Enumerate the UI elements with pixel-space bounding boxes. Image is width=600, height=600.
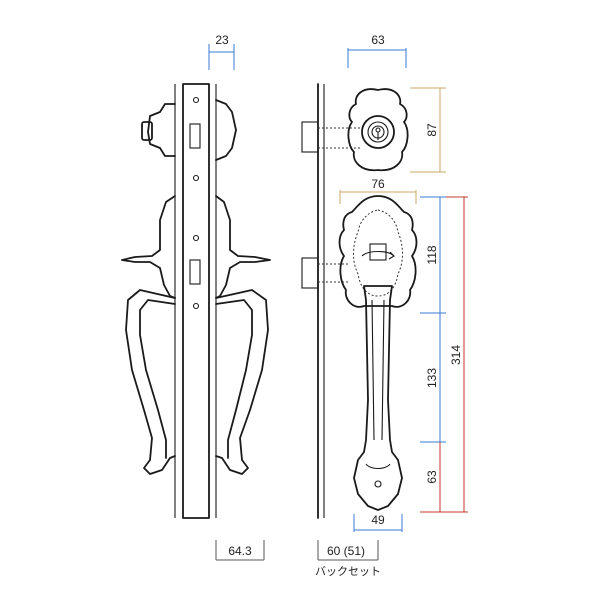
dim-76-label: 76 (371, 177, 385, 191)
dim-middle-height: 133 (420, 313, 446, 443)
dim-118-label: 118 (425, 245, 439, 264)
dim-87-label: 87 (425, 123, 439, 137)
screw-icon (192, 234, 200, 242)
grip-handle (353, 285, 403, 511)
backset-caption: バックセット (315, 565, 381, 578)
dim-cylinder-width: 63 (347, 33, 407, 68)
cylinder-escutcheon (347, 88, 409, 172)
deadbolt-slot (189, 123, 201, 149)
dim-bottom-width: 49 (353, 513, 403, 532)
dim-23-label: 23 (215, 33, 229, 47)
dim-depth: 64.3 (215, 540, 265, 561)
side-thumbturn (147, 103, 176, 157)
side-escutcheon (121, 195, 176, 299)
side-face-plate (182, 83, 210, 519)
side-grip-right (215, 289, 269, 475)
dim-133-label: 133 (425, 368, 439, 388)
screw-icon (192, 174, 200, 182)
dim-backset-label: 60 (51) (327, 544, 365, 558)
side-view (121, 83, 271, 519)
dim-63-top-label: 63 (371, 33, 385, 47)
dim-314-label: 314 (449, 345, 463, 365)
dim-front-width: 23 (208, 33, 235, 70)
rotate-arrow-icon (361, 250, 395, 257)
side-grip-left (125, 289, 176, 475)
side-cylinder-rose (215, 99, 237, 161)
keyhole-icon (367, 121, 389, 143)
screw-icon (192, 96, 200, 104)
front-latch-box (301, 257, 319, 289)
dim-upper-height: 118 (420, 196, 446, 314)
finial-screw-icon (374, 480, 382, 488)
dim-63-bottom-label: 63 (425, 470, 439, 484)
dim-total-height: 314 (446, 196, 468, 513)
front-deadbolt-box (301, 121, 319, 153)
latch-slot (189, 259, 201, 285)
screw-icon (192, 302, 200, 310)
dim-cylinder-height: 87 (410, 87, 446, 173)
front-view (301, 83, 418, 519)
dim-64-3-label: 64.3 (228, 544, 252, 558)
cylinder-ring (361, 115, 395, 149)
dim-bottom-height: 63 (420, 442, 446, 513)
dim-49-label: 49 (371, 513, 385, 527)
dim-backset: 60 (51) バックセット (315, 540, 381, 578)
dim-handle-width: 76 (339, 177, 417, 204)
handle-escutcheon (338, 195, 418, 308)
